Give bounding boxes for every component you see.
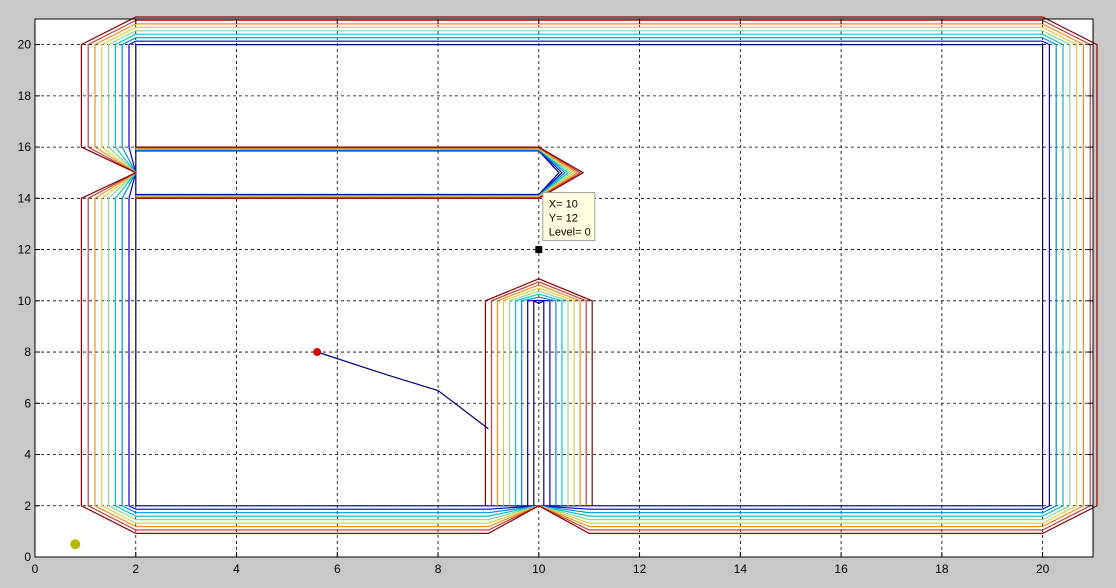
contour-bump-3 [514, 293, 563, 506]
x-tick-label: 4 [233, 562, 240, 576]
contour-outer-5 [101, 26, 1078, 524]
x-tick-label: 10 [532, 562, 546, 576]
x-tick-label: 0 [32, 562, 39, 576]
x-tick-label: 12 [633, 562, 647, 576]
contour-bump-4 [509, 290, 569, 506]
contour-bump-1 [527, 299, 551, 506]
contour-outer-6 [94, 23, 1085, 528]
contour-bump-5 [502, 287, 575, 506]
x-tick-label: 20 [1036, 562, 1050, 576]
y-tick-label: 6 [24, 396, 31, 410]
contour-outer-8 [80, 16, 1098, 535]
y-tick-label: 10 [18, 294, 32, 308]
y-tick-label: 14 [18, 191, 32, 205]
plot-frame [34, 18, 1094, 558]
x-tick-label: 8 [435, 562, 442, 576]
y-tick-label: 8 [24, 345, 31, 359]
plot-area [35, 19, 1093, 557]
datatip-marker[interactable] [535, 246, 543, 254]
x-tick-label: 16 [834, 562, 848, 576]
trajectory-path [316, 351, 489, 430]
datatip[interactable]: X= 10 Y= 12 Level= 0 [535, 192, 596, 254]
contour-outer-1 [128, 40, 1051, 510]
contour-outer-4 [107, 30, 1071, 521]
y-tick-label: 0 [24, 550, 31, 564]
axis-ticks: 0 2 4 6 8 10 12 14 16 18 20 0 2 4 6 8 10 12 14 16 18 20 [18, 19, 1093, 576]
trajectory-line [316, 351, 489, 430]
contour-outer-2 [121, 37, 1057, 514]
datatip-box [542, 192, 596, 242]
datatip-line2: Y= 12 [549, 213, 578, 225]
contour-arrow-8 [135, 146, 585, 199]
y-tick-label: 2 [24, 499, 31, 513]
start-marker [313, 348, 322, 357]
y-tick-label: 20 [18, 38, 32, 52]
y-tick-label: 18 [18, 89, 32, 103]
goal-marker [70, 539, 81, 550]
contour-bump-8 [484, 278, 593, 506]
markers [70, 348, 322, 550]
x-tick-label: 2 [132, 562, 139, 576]
contour-bump-0 [533, 299, 545, 506]
x-tick-label: 6 [334, 562, 341, 576]
contour-outer-3 [114, 33, 1064, 517]
contour-bump-6 [496, 284, 581, 506]
contour-lines [80, 16, 1098, 535]
x-tick-label: 14 [734, 562, 748, 576]
contour-bump-2 [521, 296, 557, 506]
contour-bump-7 [490, 281, 587, 506]
y-tick-label: 4 [24, 448, 31, 462]
datatip-line1: X= 10 [549, 199, 578, 211]
x-tick-label: 18 [935, 562, 949, 576]
y-tick-label: 16 [18, 140, 32, 154]
y-tick-label: 12 [18, 243, 32, 257]
datatip-line3: Level= 0 [549, 227, 591, 239]
